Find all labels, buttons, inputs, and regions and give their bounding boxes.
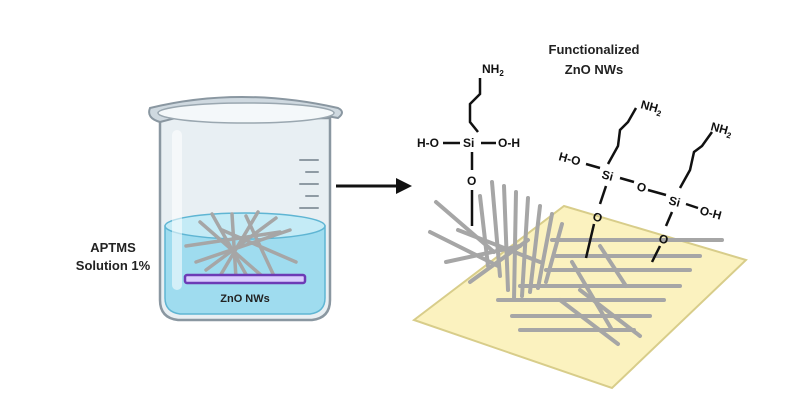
amine-group: NH2 [482,62,504,78]
beaker-nanowires [184,210,298,280]
oxygen-atom: O [657,231,670,247]
oxygen-atom: O [467,174,476,188]
solution-label-line2: Solution 1% [76,258,151,273]
measurement-marks [299,159,319,209]
solution-label-line1: APTMS [90,240,136,255]
functionalized-label-line2: ZnO NWs [565,62,624,77]
reaction-arrow [336,178,412,194]
hydroxyl-right: O-H [698,203,723,222]
hydroxyl-right: O-H [498,136,520,150]
amine-group: NH2 [639,97,665,118]
aptms-molecule-right: NH2 Si O-H O [650,119,735,263]
functionalized-label-line1: Functionalized [549,42,640,57]
hydroxyl-left: H-O [557,149,582,168]
bridge-oxygen: O [635,179,648,195]
silicon-atom: Si [667,193,682,209]
oxygen-atom: O [591,209,604,225]
silicon-atom: Si [600,167,615,183]
hydroxyl-left: H-O [417,136,439,150]
zno-nws-label: ZnO NWs [220,293,270,305]
aptms-molecule-left: NH2 Si H-O O-H O [417,62,520,226]
substrate-nanowires [428,180,724,346]
silicon-atom: Si [463,136,474,150]
beaker: ZnO NWs [148,96,343,322]
zno-electrode [183,273,307,285]
amine-group: NH2 [709,119,735,140]
aptms-molecule-middle: NH2 H-O Si O O [557,97,667,259]
